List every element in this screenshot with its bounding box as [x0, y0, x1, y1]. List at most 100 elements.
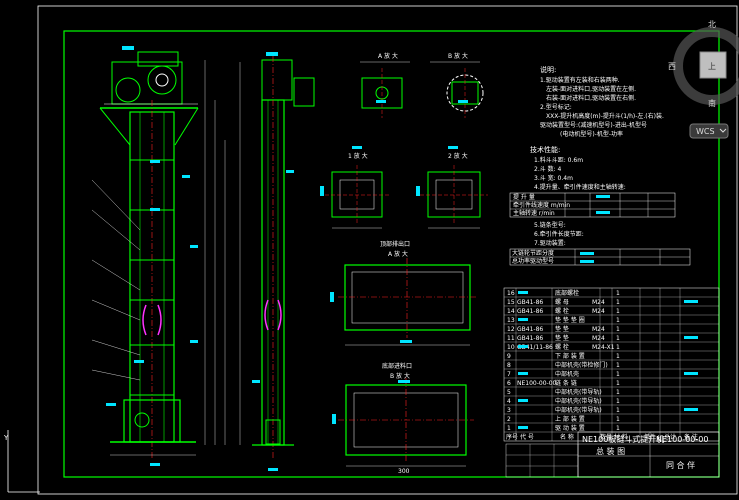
bom-row-number: 2 — [507, 416, 511, 423]
bom-row-number: 5 — [507, 389, 511, 396]
section-2-label: 2 放 大 — [448, 152, 468, 160]
notes-heading: 说明: — [540, 65, 556, 74]
bom-row-qty: 1 — [616, 344, 620, 351]
bom-row-code: NE100-00-00 — [517, 380, 557, 387]
top-view-title: 顶部排出口 — [380, 240, 410, 248]
bom-row-qty: 1 — [616, 389, 620, 396]
notes-line: 驱动装置型号:(减速机型号)-进出-机型号 — [540, 121, 647, 129]
notes-line: XXX-提升机高度(m)-提升斗(1/h)-左.(右)装. — [546, 112, 664, 120]
bom-row-qty: 1 — [616, 416, 620, 423]
bom-row-name: 螺 母 — [555, 298, 569, 306]
viewcube-west[interactable]: 西 — [668, 62, 676, 71]
tech-heading: 技术性能: — [530, 145, 560, 154]
bom-row-name: 驱 动 装 置 — [555, 424, 585, 432]
top-view-subtitle: A 放 大 — [388, 250, 408, 258]
viewcube-south[interactable]: 南 — [708, 98, 716, 108]
viewcube[interactable]: 上 北 南 西 WCS — [668, 20, 739, 139]
tech-table-cell: 牵引件线速度 m/min — [513, 201, 570, 209]
bom-row-name: 垫 垫 垫 圈 — [555, 316, 585, 324]
bom-row-number: 1 — [507, 425, 511, 432]
bom-row-qty: 1 — [616, 398, 620, 405]
company-name: 同 合 伴 — [666, 460, 695, 470]
bom-row-material: M24 — [592, 299, 605, 306]
title-block: NE100板链斗式提升机 总 装 图 NE100-00-00 同 合 伴 — [505, 431, 720, 478]
drawing-name: 总 装 图 — [596, 446, 625, 456]
chevron-down-icon — [719, 128, 727, 133]
elevator-front-view — [91, 46, 226, 466]
bom-row-qty: 1 — [616, 407, 620, 414]
tech-line: 4.提升量、牵引件速度和主轴转速: — [534, 183, 626, 191]
bom-row-qty: 1 — [616, 299, 620, 306]
bom-header-cell: 总计 — [664, 433, 676, 441]
section-view-2: 2 放 大 — [416, 146, 488, 229]
bom-row-material: M24 — [592, 308, 605, 315]
bom-header-cell: 代 号 — [520, 433, 534, 441]
bom-row-code: GB41-86 — [517, 326, 543, 333]
bom-row-number: 10 — [507, 344, 515, 351]
notes-line: (电动机型号)-机型-功率 — [560, 130, 623, 138]
bom-row-code: GB41-86 — [517, 308, 543, 315]
bom-row-material: M24-X1 — [592, 344, 615, 351]
tech-line: 2.斗 数: 4 — [534, 165, 562, 173]
bom-row-name: 中部机壳(带导轨) — [555, 406, 602, 414]
tech-line: 1.料斗斗距: 0.6m — [534, 156, 583, 164]
bom-row-qty: 1 — [616, 425, 620, 432]
tech-table-cell: 大链轮节距分度 — [512, 249, 554, 257]
section-1-label: 1 放 大 — [348, 152, 368, 160]
viewcube-face-label: 上 — [708, 62, 716, 71]
viewcube-north[interactable]: 北 — [708, 20, 716, 29]
viewcube-face[interactable] — [699, 51, 727, 79]
bom-header-cell: 材 料 — [614, 433, 628, 441]
bom-row-number: 4 — [507, 398, 511, 405]
bottom-view-title: 底部进料口 — [382, 362, 412, 370]
bom-row-code: GB41/11-86 — [517, 344, 553, 351]
top-outlet-view: 顶部排出口 A 放 大 — [330, 240, 478, 346]
bom-row-name: 螺 栓 — [555, 343, 569, 351]
wcs-menu-button[interactable] — [689, 123, 729, 139]
bom-row-number: 3 — [507, 407, 511, 414]
bottom-view-dim: 300 — [398, 468, 410, 475]
detail-a-label: A 放 大 — [378, 52, 398, 60]
bom-row-code: GB41-86 — [517, 299, 543, 306]
tech-table-cell: 总功率驱动型号 — [512, 257, 554, 265]
viewcube-ring[interactable] — [673, 27, 739, 105]
tech-line: 3.斗 宽: 0.4m — [534, 174, 573, 182]
tech-line: 7.驱动装置: — [534, 239, 566, 247]
notes-line: 2.型号标记: — [540, 103, 572, 111]
drawing-frame — [63, 30, 720, 478]
bom-row-qty: 1 — [616, 335, 620, 342]
detail-b-label: B 放 大 — [448, 52, 468, 60]
bom-row-qty: 1 — [616, 371, 620, 378]
bom-row-number: 7 — [507, 371, 511, 378]
bom-row-name: 中部机壳(带导轨) — [555, 388, 602, 396]
bom-row-qty: 1 — [616, 317, 620, 324]
drawing-code: NE100-00-00 — [656, 435, 708, 444]
bom-row-name: 链 条 链 — [555, 379, 577, 387]
bom-row-name: 下 部 装 置 — [555, 352, 585, 360]
bom-row-name: 中部机壳(带导轨) — [555, 397, 602, 405]
bom-row-number: 6 — [507, 380, 511, 387]
bom-row-number: 8 — [507, 362, 511, 369]
bom-row-qty: 1 — [616, 362, 620, 369]
bom-header-cell: 数量 — [600, 433, 612, 441]
bom-row-name: 螺 栓 — [555, 307, 569, 315]
bom-row-material: M24 — [592, 335, 605, 342]
sheet-border — [37, 5, 738, 495]
bom-row-name: 中部机壳(带检修门) — [555, 361, 608, 369]
bottom-view-subtitle: B 放 大 — [390, 372, 410, 380]
product-name: NE100板链斗式提升机 — [582, 434, 664, 444]
bom-row-number: 12 — [507, 326, 515, 333]
tech-line: 5.链条型号: — [534, 221, 566, 229]
bom-row-qty: 1 — [616, 290, 620, 297]
section-view-1: 1 放 大 — [320, 146, 390, 229]
detail-view-b: B 放 大 — [430, 52, 484, 118]
notes-line: 左装-面对进料口,驱动装置在左侧. — [546, 85, 636, 93]
wcs-label: WCS — [696, 127, 715, 136]
bom-row-number: 15 — [507, 299, 515, 306]
bom-row-number: 13 — [507, 317, 515, 324]
bom-row-qty: 1 — [616, 326, 620, 333]
elevator-side-view — [239, 52, 315, 471]
bom-row-number: 11 — [507, 335, 515, 342]
